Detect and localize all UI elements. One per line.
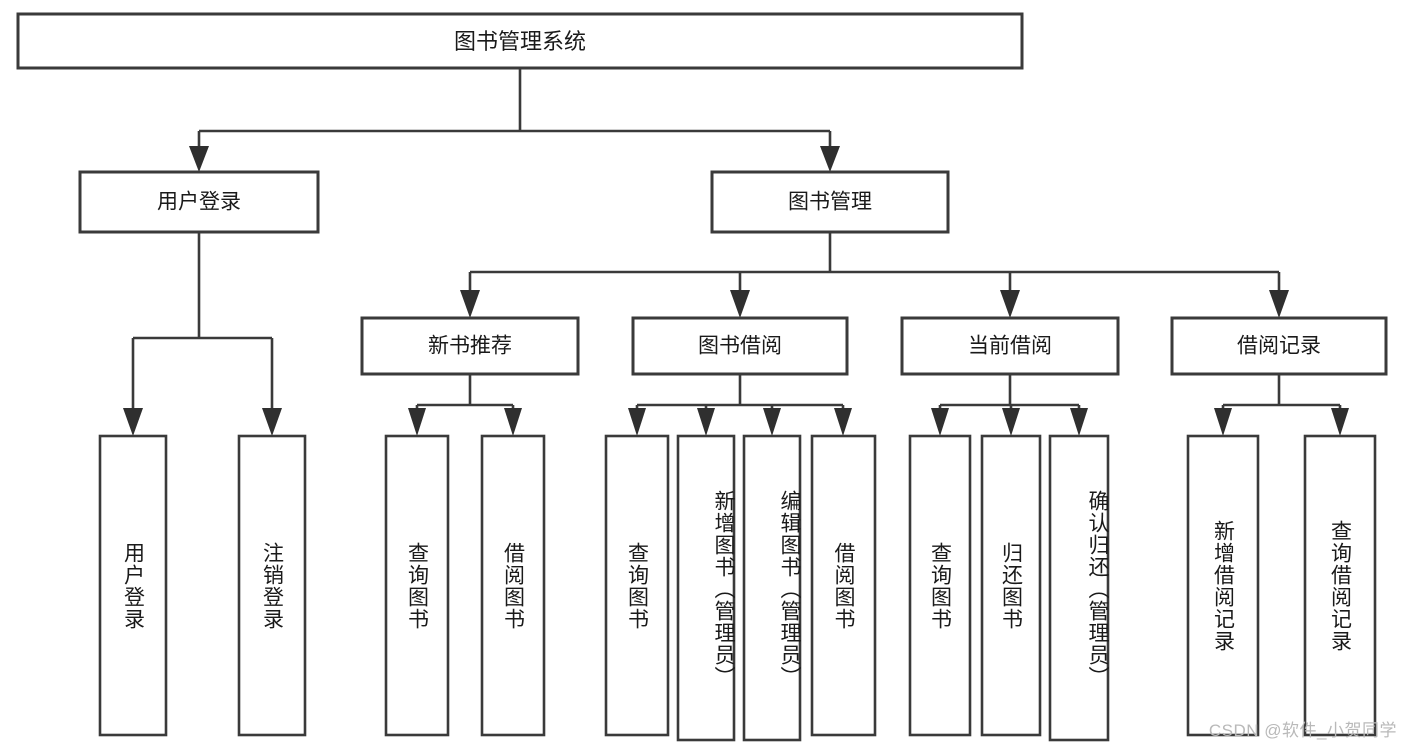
node-new-book-recommend[interactable]: 新书推荐 — [360, 316, 580, 376]
arrow-head-leaf-query-book-1 — [408, 408, 426, 436]
node-leaf-borrow-book-2-box[interactable] — [810, 434, 877, 737]
node-leaf-query-book-3-box[interactable] — [908, 434, 972, 737]
node-leaf-borrow-book-1-box[interactable] — [480, 434, 546, 737]
node-user-login-box[interactable] — [78, 170, 320, 234]
node-borrow-records-box[interactable] — [1170, 316, 1388, 376]
arrow-head-leaf-edit-book-admin — [763, 408, 781, 436]
leaf-box-layer — [98, 434, 1377, 742]
arrow-head-new-book-recommend — [460, 290, 480, 318]
arrow-head-book-management — [820, 146, 840, 172]
arrow-head-leaf-borrow-book-2 — [834, 408, 852, 436]
node-leaf-query-book-1-box[interactable] — [384, 434, 450, 737]
arrow-head-leaf-confirm-return — [1070, 408, 1088, 436]
watermark-text: CSDN @软件_小贺同学 — [1208, 721, 1397, 740]
node-leaf-confirm-return-box[interactable] — [1048, 434, 1110, 742]
arrow-head-leaf-add-book-admin — [697, 408, 715, 436]
node-leaf-add-book-admin-box[interactable] — [676, 434, 736, 742]
node-current-borrow[interactable]: 当前借阅 — [900, 316, 1120, 376]
node-new-book-recommend-label: 新书推荐 — [428, 335, 512, 358]
node-leaf-user-login-box[interactable] — [98, 434, 168, 737]
node-book-borrow-box[interactable] — [631, 316, 849, 376]
arrow-head-leaf-user-login — [123, 408, 143, 436]
arrow-head-user-login — [189, 146, 209, 172]
arrow-head-leaf-query-record — [1331, 408, 1349, 436]
node-leaf-query-book-2-box[interactable] — [604, 434, 670, 737]
arrow-head-leaf-query-book-2 — [628, 408, 646, 436]
node-leaf-query-record-box[interactable] — [1303, 434, 1377, 737]
node-root-box[interactable] — [16, 12, 1024, 70]
node-current-borrow-box[interactable] — [900, 316, 1120, 376]
node-book-management-label: 图书管理 — [788, 191, 872, 214]
arrow-head-leaf-return-book — [1002, 408, 1020, 436]
node-current-borrow-label: 当前借阅 — [968, 335, 1052, 358]
node-leaf-edit-book-admin-box[interactable] — [742, 434, 802, 742]
node-user-login[interactable]: 用户登录 — [78, 170, 320, 234]
node-book-borrow-label: 图书借阅 — [698, 335, 782, 358]
node-borrow-records[interactable]: 借阅记录 — [1170, 316, 1388, 376]
node-book-management-box[interactable] — [710, 170, 950, 234]
node-borrow-records-label: 借阅记录 — [1237, 335, 1321, 358]
arrow-head-leaf-user-logout — [262, 408, 282, 436]
node-leaf-add-record-box[interactable] — [1186, 434, 1260, 737]
node-leaf-user-logout-box[interactable] — [237, 434, 307, 737]
arrow-head-current-borrow — [1000, 290, 1020, 318]
arrow-head-borrow-records — [1269, 290, 1289, 318]
node-new-book-recommend-box[interactable] — [360, 316, 580, 376]
node-book-borrow[interactable]: 图书借阅 — [631, 316, 849, 376]
arrow-head-book-borrow — [730, 290, 750, 318]
arrow-head-leaf-add-record — [1214, 408, 1232, 436]
arrow-head-leaf-borrow-book-1 — [504, 408, 522, 436]
node-book-management[interactable]: 图书管理 — [710, 170, 950, 234]
connector-layer — [123, 68, 1349, 436]
node-leaf-return-book-box[interactable] — [980, 434, 1042, 737]
node-root-label: 图书管理系统 — [454, 29, 586, 54]
node-root[interactable]: 图书管理系统 — [16, 12, 1024, 70]
arrow-head-leaf-query-book-3 — [931, 408, 949, 436]
node-user-login-label: 用户登录 — [157, 191, 241, 214]
